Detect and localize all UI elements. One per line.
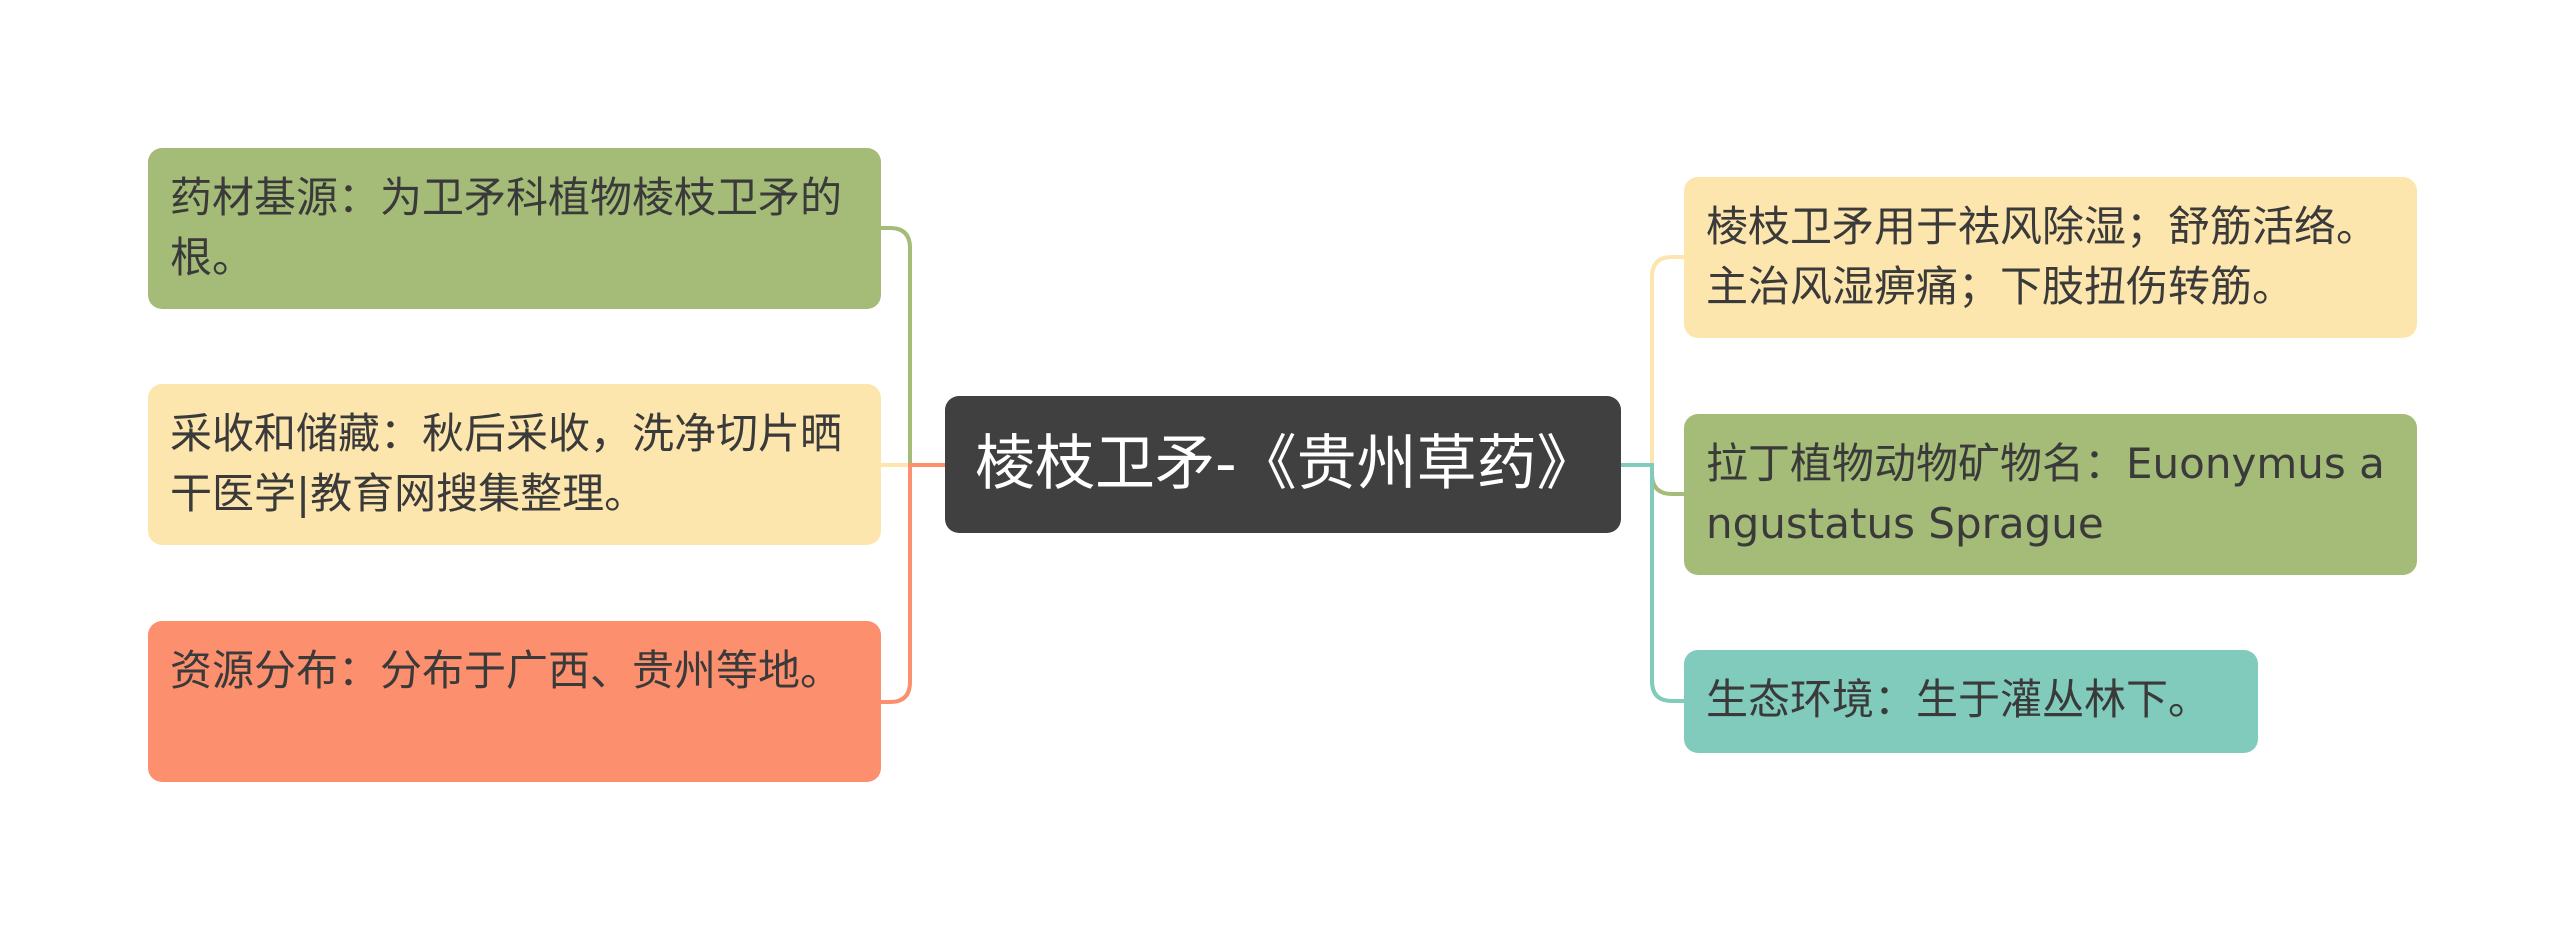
central-topic[interactable]: 棱枝卫矛-《贵州草药》 bbox=[945, 396, 1621, 533]
connector-left-1 bbox=[881, 226, 945, 467]
topic-right-habitat[interactable]: 生态环境：生于灌丛林下。 bbox=[1684, 650, 2258, 753]
topic-left-source[interactable]: 药材基源：为卫矛科植物棱枝卫矛的根。 bbox=[148, 148, 881, 309]
connector-left-3 bbox=[881, 463, 945, 704]
topic-right-usage[interactable]: 棱枝卫矛用于祛风除湿；舒筋活络。主治风湿痹痛；下肢扭伤转筋。 bbox=[1684, 177, 2417, 338]
topic-left-harvest-storage[interactable]: 采收和储藏：秋后采收，洗净切片晒干医学|教育网搜集整理。 bbox=[148, 384, 881, 545]
topic-left-distribution[interactable]: 资源分布：分布于广西、贵州等地。 bbox=[148, 621, 881, 782]
connector-right-3 bbox=[1621, 463, 1684, 703]
connector-right-1 bbox=[1621, 255, 1684, 467]
topic-right-latin-name[interactable]: 拉丁植物动物矿物名：Euonymus angustatus Sprague bbox=[1684, 414, 2417, 575]
